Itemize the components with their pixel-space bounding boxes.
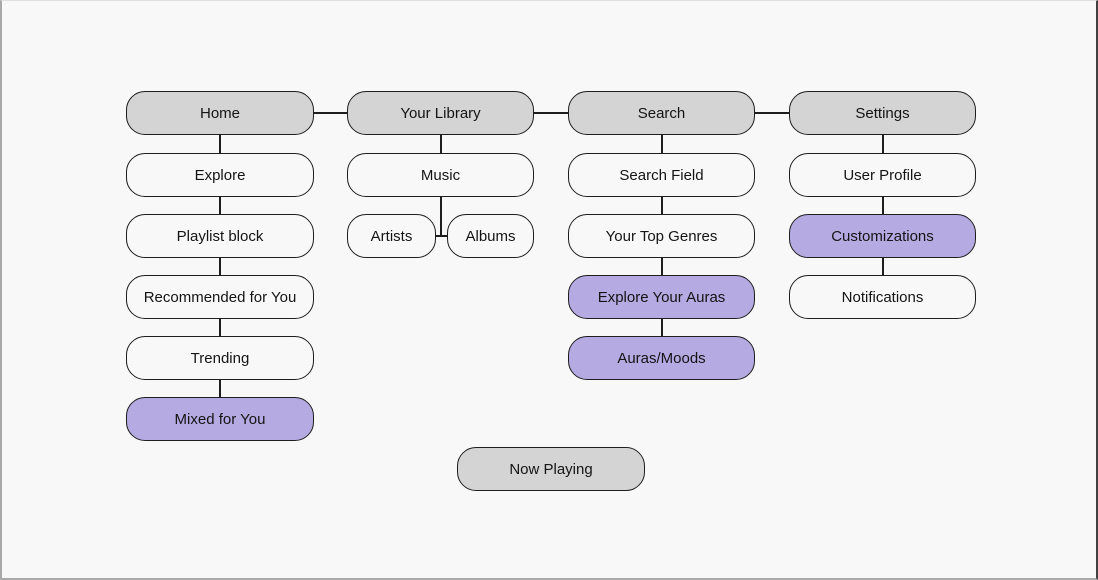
connector-playlist-recommended (219, 258, 221, 275)
node-artists[interactable]: Artists (347, 214, 436, 258)
node-home[interactable]: Home (126, 91, 314, 135)
connector-search-searchfield (661, 135, 663, 153)
node-your-top-genres[interactable]: Your Top Genres (568, 214, 755, 258)
connector-home-library (314, 112, 347, 114)
connector-home-explore (219, 135, 221, 153)
connector-explore-playlist (219, 197, 221, 214)
node-search[interactable]: Search (568, 91, 755, 135)
connector-profile-customizations (882, 197, 884, 214)
connector-recommended-trending (219, 319, 221, 336)
node-playlist-block[interactable]: Playlist block (126, 214, 314, 258)
connector-music-split (440, 197, 442, 237)
node-trending[interactable]: Trending (126, 336, 314, 380)
connector-artists-albums (436, 235, 447, 237)
node-now-playing[interactable]: Now Playing (457, 447, 645, 491)
node-user-profile[interactable]: User Profile (789, 153, 976, 197)
node-your-library[interactable]: Your Library (347, 91, 534, 135)
connector-auras-moods (661, 319, 663, 336)
node-customizations[interactable]: Customizations (789, 214, 976, 258)
node-notifications[interactable]: Notifications (789, 275, 976, 319)
connector-searchfield-genres (661, 197, 663, 214)
connector-settings-profile (882, 135, 884, 153)
node-settings[interactable]: Settings (789, 91, 976, 135)
node-albums[interactable]: Albums (447, 214, 534, 258)
connector-customizations-notifications (882, 258, 884, 275)
node-search-field[interactable]: Search Field (568, 153, 755, 197)
connector-trending-mixed (219, 380, 221, 397)
node-auras-moods[interactable]: Auras/Moods (568, 336, 755, 380)
node-music[interactable]: Music (347, 153, 534, 197)
node-explore-your-auras[interactable]: Explore Your Auras (568, 275, 755, 319)
node-mixed-for-you[interactable]: Mixed for You (126, 397, 314, 441)
node-explore[interactable]: Explore (126, 153, 314, 197)
connector-search-settings (755, 112, 789, 114)
connector-genres-auras (661, 258, 663, 275)
connector-library-music (440, 135, 442, 153)
connector-library-search (534, 112, 568, 114)
node-recommended-for-you[interactable]: Recommended for You (126, 275, 314, 319)
